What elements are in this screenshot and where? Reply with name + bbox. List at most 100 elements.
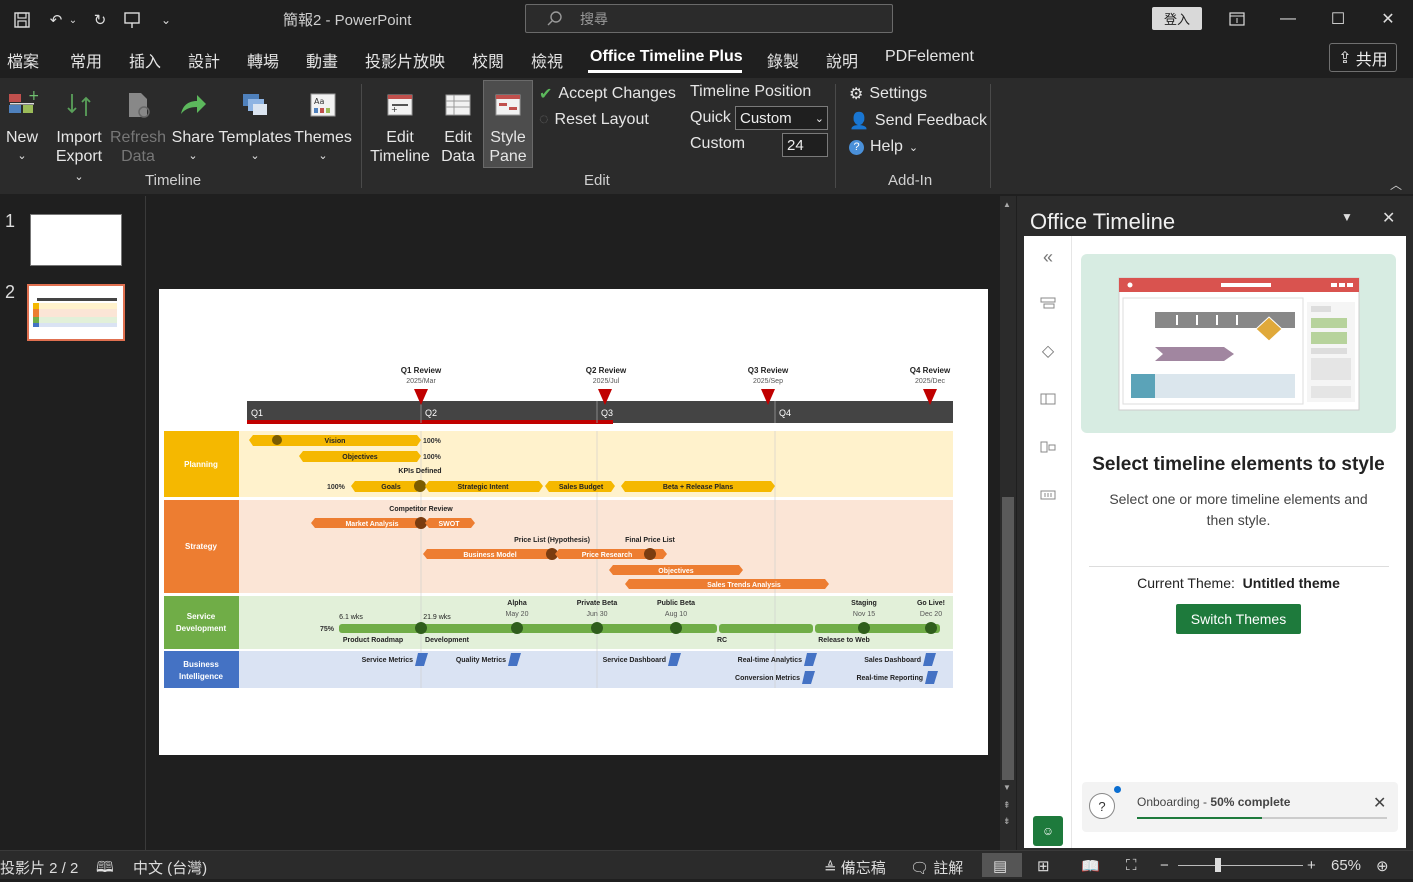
send-feedback-button[interactable]: 👤Send Feedback <box>849 111 987 131</box>
reading-view-icon[interactable]: 📖 <box>1081 858 1100 875</box>
milestone-star[interactable] <box>511 622 523 634</box>
quarter-label[interactable]: Q4 <box>779 408 791 418</box>
collapse-ribbon-icon[interactable]: ︿ <box>1390 178 1403 192</box>
onboarding-close-icon[interactable]: ✕ <box>1373 795 1387 812</box>
milestone-marker[interactable] <box>598 389 612 405</box>
task-bar[interactable] <box>249 435 421 446</box>
new-button[interactable]: + New⌄ <box>4 86 40 166</box>
milestone-marker[interactable] <box>923 389 937 405</box>
customize-qat-icon[interactable]: ⌄ <box>160 13 172 27</box>
bi-marker[interactable] <box>508 653 521 666</box>
task-bar[interactable] <box>311 518 421 528</box>
normal-view-button[interactable] <box>982 853 1022 877</box>
bi-marker[interactable] <box>415 653 428 666</box>
quarter-label[interactable]: Q2 <box>425 408 437 418</box>
save-icon[interactable] <box>10 8 34 32</box>
pane-options-icon[interactable]: ▼ <box>1341 210 1353 224</box>
redo-icon[interactable]: ↻ <box>93 12 107 29</box>
scrollbar-thumb[interactable] <box>1002 497 1014 780</box>
onboarding-card[interactable] <box>1082 782 1398 832</box>
tab-home[interactable]: 常用 <box>70 54 103 71</box>
zoom-slider[interactable] <box>1178 865 1303 866</box>
task-bar[interactable] <box>609 565 743 575</box>
quarter-label[interactable]: Q3 <box>601 408 613 418</box>
tab-transitions[interactable]: 轉場 <box>247 54 280 71</box>
milestone-label[interactable]: Q4 Review <box>910 366 951 375</box>
help-button[interactable]: ?Help⌄ <box>849 138 918 156</box>
ribbon-display-icon[interactable] <box>1217 6 1257 32</box>
task-bar[interactable] <box>425 518 475 528</box>
search-box[interactable] <box>525 4 893 33</box>
quarter-label[interactable]: Q1 <box>251 408 263 418</box>
task-bar[interactable] <box>815 624 940 633</box>
task-bar[interactable] <box>719 624 813 633</box>
tab-pdfelement[interactable]: PDFelement <box>885 48 974 65</box>
undo-dropdown-icon[interactable]: ⌄ <box>68 14 78 26</box>
swimlane-header-strategy[interactable] <box>164 500 239 593</box>
milestone-star[interactable] <box>644 548 656 560</box>
task-bar[interactable] <box>339 624 420 633</box>
milestone-label[interactable]: Q1 Review <box>401 366 442 375</box>
milestone-star[interactable] <box>414 480 426 492</box>
bi-marker[interactable] <box>802 671 815 684</box>
minimize-icon[interactable]: — <box>1280 10 1296 27</box>
scroll-down-icon[interactable]: ▼ <box>1003 783 1011 792</box>
bi-marker[interactable] <box>668 653 681 666</box>
task-bar[interactable] <box>423 549 555 559</box>
switch-themes-button[interactable]: Switch Themes <box>1176 604 1301 634</box>
tab-file[interactable]: 檔案 <box>7 54 40 71</box>
task-bar[interactable] <box>555 549 667 559</box>
swimlane-style-icon[interactable] <box>1036 387 1060 411</box>
tab-review[interactable]: 校閱 <box>472 54 505 71</box>
text-style-icon[interactable] <box>1036 435 1060 459</box>
feedback-chat-icon[interactable]: ☺ <box>1033 816 1063 846</box>
zoom-out-icon[interactable]: − <box>1160 857 1169 874</box>
scroll-up-icon[interactable]: ▲ <box>1003 200 1011 209</box>
reset-layout-button[interactable]: ◌Reset Layout <box>539 111 649 129</box>
swimlane-service[interactable] <box>164 596 953 649</box>
tab-animations[interactable]: 動畫 <box>306 54 339 71</box>
milestone-star[interactable] <box>546 548 558 560</box>
share-button[interactable]: ⇪共用 <box>1329 43 1397 72</box>
slideshow-view-icon[interactable]: ⛶ <box>1126 857 1137 874</box>
task-bar[interactable] <box>625 579 829 589</box>
task-style-icon[interactable] <box>1036 291 1060 315</box>
signin-button[interactable]: 登入 <box>1152 7 1202 30</box>
timeband-style-icon[interactable] <box>1036 483 1060 507</box>
tab-view[interactable]: 檢視 <box>531 54 564 71</box>
milestone-star[interactable] <box>925 622 937 634</box>
tab-slideshow[interactable]: 投影片放映 <box>365 54 446 71</box>
slide-thumbnail-1[interactable] <box>30 214 122 266</box>
accept-changes-button[interactable]: ✔Accept Changes <box>539 84 676 104</box>
time-band[interactable] <box>247 401 953 423</box>
task-bar[interactable] <box>299 451 421 462</box>
maximize-icon[interactable]: ☐ <box>1330 11 1346 28</box>
close-icon[interactable]: ✕ <box>1381 11 1395 28</box>
swimlane-header-bi[interactable] <box>164 651 239 688</box>
bi-marker[interactable] <box>804 653 817 666</box>
tab-office-timeline-plus[interactable]: Office Timeline Plus <box>590 48 743 65</box>
milestone-marker[interactable] <box>761 389 775 405</box>
tab-record[interactable]: 錄製 <box>767 54 800 71</box>
onboarding-help-icon[interactable]: ? <box>1089 793 1115 819</box>
present-icon[interactable] <box>120 8 144 32</box>
custom-position-input[interactable]: 24 <box>782 133 828 157</box>
templates-button[interactable]: Templates⌄ <box>219 86 291 166</box>
zoom-in-icon[interactable]: + <box>1307 857 1316 874</box>
language-indicator[interactable]: 中文 (台灣) <box>133 860 208 877</box>
themes-button[interactable]: Aa Themes⌄ <box>294 86 352 166</box>
milestone-label[interactable]: Q2 Review <box>586 366 627 375</box>
quick-position-select[interactable]: Custom⌄ <box>735 106 828 130</box>
settings-button[interactable]: ⚙Settings <box>849 84 927 104</box>
collapse-rail-icon[interactable]: « <box>1042 246 1053 267</box>
notes-button[interactable]: ≜ 備忘稿 <box>824 857 886 878</box>
pane-close-icon[interactable]: ✕ <box>1382 210 1396 227</box>
comments-button[interactable]: 🗨 註解 <box>910 857 963 878</box>
milestone-star[interactable] <box>670 622 682 634</box>
milestone-star[interactable] <box>415 517 427 529</box>
prev-slide-icon[interactable]: ⇞ <box>1003 800 1011 810</box>
